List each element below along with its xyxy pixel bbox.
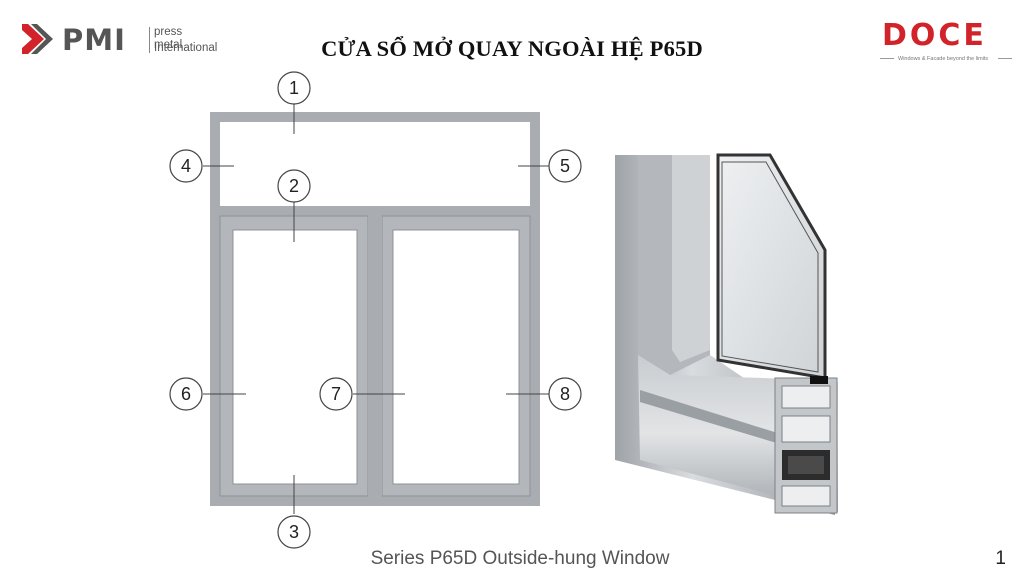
callout-7: 7 bbox=[319, 377, 353, 411]
svg-text:7: 7 bbox=[331, 384, 341, 404]
callout-4: 4 bbox=[169, 149, 203, 183]
pmi-divider bbox=[149, 27, 150, 53]
rail-groove bbox=[640, 390, 800, 450]
profile-cross-section bbox=[774, 376, 838, 514]
pmi-subtitle-1: press metal bbox=[154, 26, 183, 51]
svg-text:2: 2 bbox=[289, 176, 299, 196]
doce-tagline: Windows & Facade beyond the limits bbox=[898, 56, 989, 62]
slide-title: CỬA SỔ MỞ QUAY NGOÀI HỆ P65D bbox=[321, 36, 703, 61]
doce-logo: DOCE Windows & Facade beyond the limits bbox=[876, 18, 1016, 68]
doce-wordmark: DOCE bbox=[882, 18, 987, 53]
transom-glass bbox=[220, 122, 530, 206]
profile-corner-render bbox=[615, 153, 838, 515]
svg-text:8: 8 bbox=[560, 384, 570, 404]
pmi-chevron-icon bbox=[22, 24, 53, 54]
glass-pane bbox=[716, 153, 827, 380]
right-sash-glass bbox=[392, 229, 520, 485]
window-elevation-diagram: 1 2 3 4 5 6 7 8 bbox=[169, 71, 582, 549]
glass-inner-edge bbox=[721, 161, 819, 373]
sash-bead bbox=[672, 155, 710, 362]
callout-2: 2 bbox=[277, 169, 311, 203]
leader-lines bbox=[203, 104, 549, 514]
svg-text:4: 4 bbox=[181, 156, 191, 176]
callout-3: 3 bbox=[277, 515, 311, 549]
slide-caption: Series P65D Outside-hung Window bbox=[370, 548, 670, 569]
svg-text:6: 6 bbox=[181, 384, 191, 404]
doce-rule-left bbox=[880, 58, 894, 59]
svg-text:5: 5 bbox=[560, 156, 570, 176]
callout-6: 6 bbox=[169, 377, 203, 411]
mullion bbox=[368, 216, 382, 496]
svg-text:1: 1 bbox=[289, 78, 299, 98]
callout-1: 1 bbox=[277, 71, 311, 105]
pmi-wordmark: PMI bbox=[62, 23, 126, 57]
left-sash-glass bbox=[232, 229, 358, 485]
svg-text:3: 3 bbox=[289, 522, 299, 542]
pmi-logo: PMI press metal International bbox=[22, 22, 217, 62]
page-number: 1 bbox=[995, 548, 1006, 569]
callout-8: 8 bbox=[548, 377, 582, 411]
pmi-subtitle-2: International bbox=[154, 42, 218, 54]
doce-rule-right bbox=[998, 58, 1012, 59]
callout-5: 5 bbox=[548, 149, 582, 183]
